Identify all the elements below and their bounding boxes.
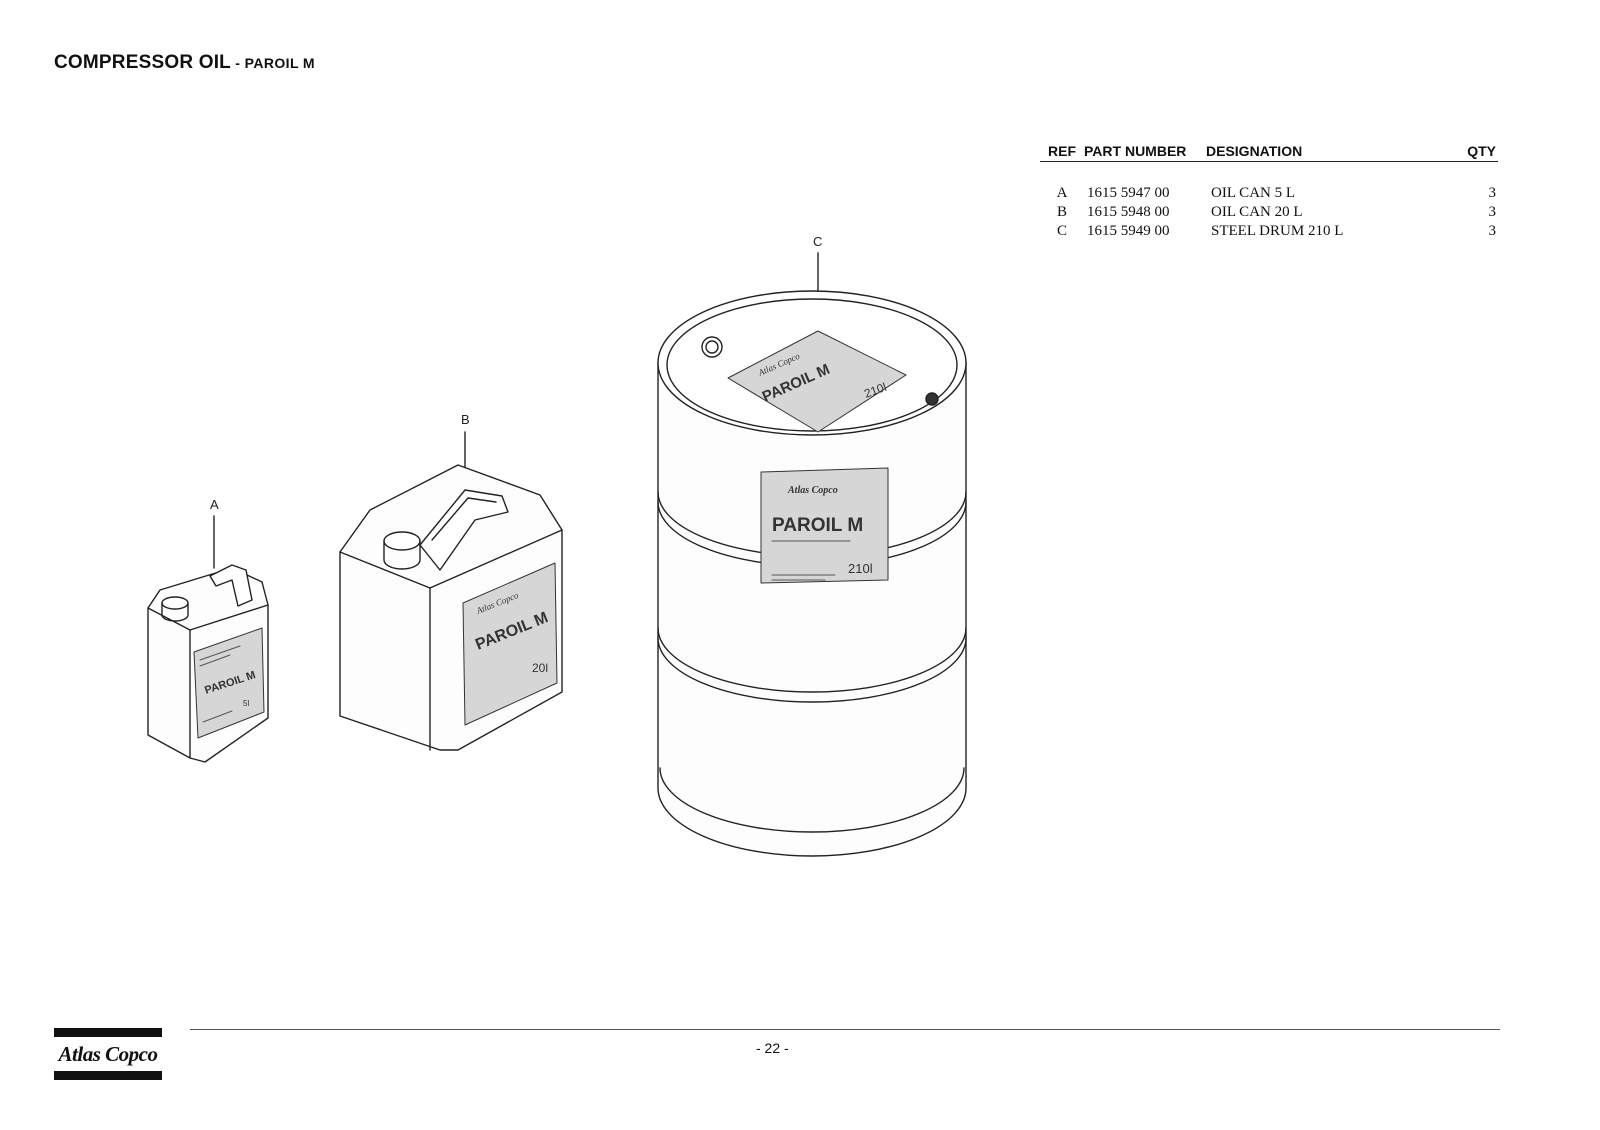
row-qty: 3	[1488, 185, 1497, 201]
logo-bar-top	[54, 1028, 162, 1037]
row-ref: B	[1056, 204, 1067, 220]
row-qty: 3	[1488, 223, 1497, 239]
table-row: A 1615 5947 00 OIL CAN 5 L 3	[1040, 184, 1498, 203]
label-volume-c: 210l	[848, 561, 873, 576]
oil-can-5l-drawing: PAROIL M 5l	[147, 564, 269, 763]
title-sub: PAROIL M	[244, 55, 315, 71]
row-designation: STEEL DRUM 210 L	[1211, 223, 1344, 239]
label-product-c: PAROIL M	[772, 515, 863, 536]
row-qty: 3	[1488, 204, 1497, 220]
row-part-number: 1615 5949 00	[1087, 223, 1170, 239]
footer-divider	[190, 1029, 1500, 1030]
page-number: - 22 -	[756, 1040, 789, 1056]
parts-table-header: REF PART NUMBER DESIGNATION QTY	[1040, 143, 1498, 162]
header-part-number: PART NUMBER	[1084, 143, 1187, 159]
parts-table-body: A 1615 5947 00 OIL CAN 5 L 3 B 1615 5948…	[1040, 184, 1498, 241]
callout-a: A	[210, 497, 219, 512]
title-main: COMPRESSOR OIL	[54, 52, 231, 73]
title-separator: -	[230, 55, 245, 71]
atlas-copco-logo: Atlas Copco	[54, 1028, 162, 1081]
logo-bar-bottom	[54, 1071, 162, 1080]
row-part-number: 1615 5947 00	[1087, 185, 1170, 201]
row-ref: A	[1056, 185, 1068, 201]
label-volume-a: 5l	[243, 699, 249, 708]
label-volume-b: 20l	[532, 661, 548, 675]
label-brand-c: Atlas Copco	[787, 485, 838, 496]
callout-c: C	[813, 234, 823, 249]
row-designation: OIL CAN 5 L	[1211, 185, 1296, 201]
table-row: B 1615 5948 00 OIL CAN 20 L 3	[1040, 203, 1498, 222]
steel-drum-210l-drawing: PAROIL M Atlas Copco 210l Atlas Copco PA…	[657, 290, 967, 857]
parts-table: REF PART NUMBER DESIGNATION QTY A 1615 5…	[1040, 143, 1498, 241]
callout-b: B	[461, 412, 470, 427]
table-row: C 1615 5949 00 STEEL DRUM 210 L 3	[1040, 222, 1498, 241]
row-part-number: 1615 5948 00	[1087, 204, 1170, 220]
header-ref: REF	[1048, 143, 1076, 159]
header-designation: DESIGNATION	[1206, 143, 1303, 159]
oil-can-20l-drawing: PAROIL M Atlas Copco 20l	[339, 464, 563, 751]
header-qty: QTY	[1467, 143, 1496, 159]
page-title: COMPRESSOR OIL - PAROIL M	[54, 52, 315, 74]
row-designation: OIL CAN 20 L	[1211, 204, 1303, 220]
row-ref: C	[1056, 223, 1067, 239]
logo-text: Atlas Copco	[58, 1042, 158, 1066]
